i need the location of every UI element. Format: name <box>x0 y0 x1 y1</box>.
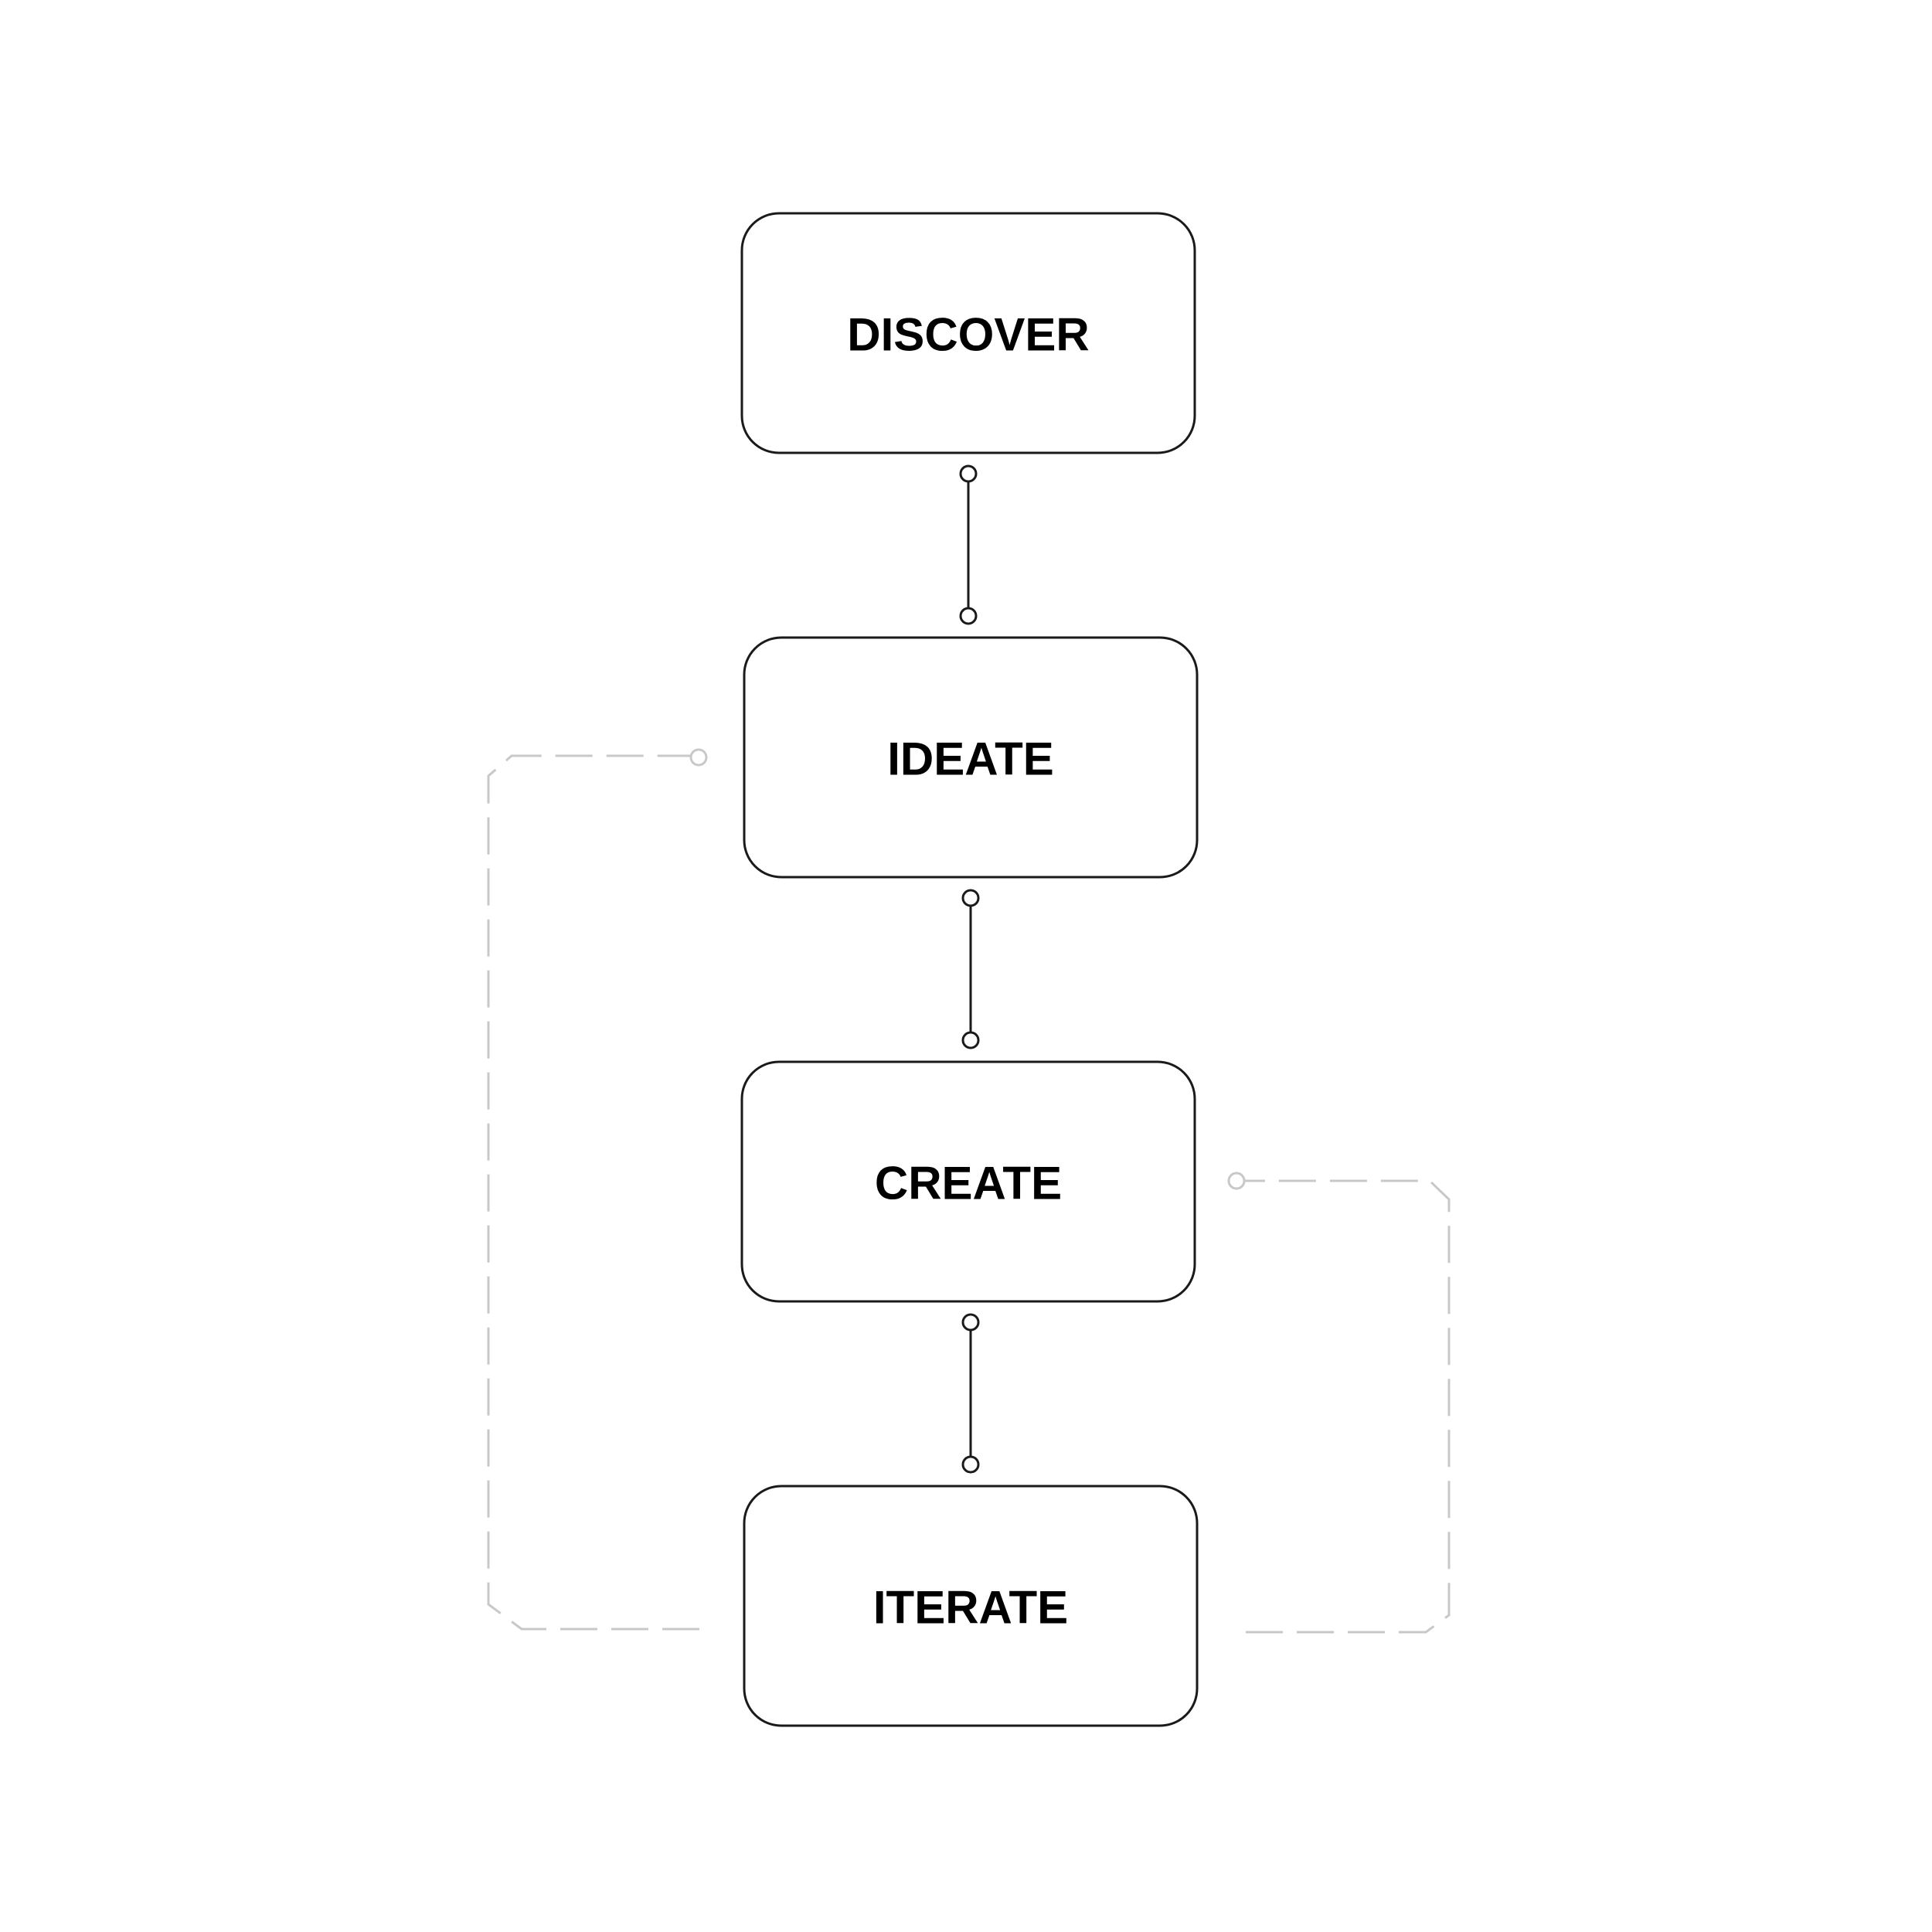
step-label: CREATE <box>875 1158 1062 1209</box>
loop-path-right <box>1244 1179 1451 1634</box>
step-node-create[interactable]: CREATE <box>740 1060 1196 1303</box>
step-node-iterate[interactable]: ITERATE <box>743 1485 1199 1727</box>
step-node-ideate[interactable]: IDEATE <box>743 636 1199 879</box>
loop-iterate-to-ideate <box>487 748 708 1631</box>
connector-dot-top <box>961 889 980 907</box>
step-box <box>740 212 1196 454</box>
loop-iterate-to-create <box>1227 1172 1451 1634</box>
loop-endpoint-left <box>689 748 708 767</box>
connector-dot-bottom <box>961 1031 980 1049</box>
step-label: IDEATE <box>887 733 1054 785</box>
step-box <box>740 1060 1196 1303</box>
step-box <box>743 1485 1199 1727</box>
connector-dot-top <box>961 1313 980 1332</box>
connector-dot-top <box>959 464 978 483</box>
connector-discover-ideate <box>959 464 978 625</box>
loop-path-left <box>487 754 699 1631</box>
connector-ideate-create <box>961 889 980 1049</box>
connector-dot-bottom <box>959 607 978 625</box>
connector-create-iterate <box>961 1313 980 1474</box>
step-box <box>743 636 1199 879</box>
connector-dot-bottom <box>961 1455 980 1474</box>
step-label: DISCOVER <box>847 309 1089 361</box>
step-label: ITERATE <box>873 1582 1068 1634</box>
step-node-discover[interactable]: DISCOVER <box>740 212 1196 454</box>
loop-endpoint-right <box>1227 1172 1246 1190</box>
